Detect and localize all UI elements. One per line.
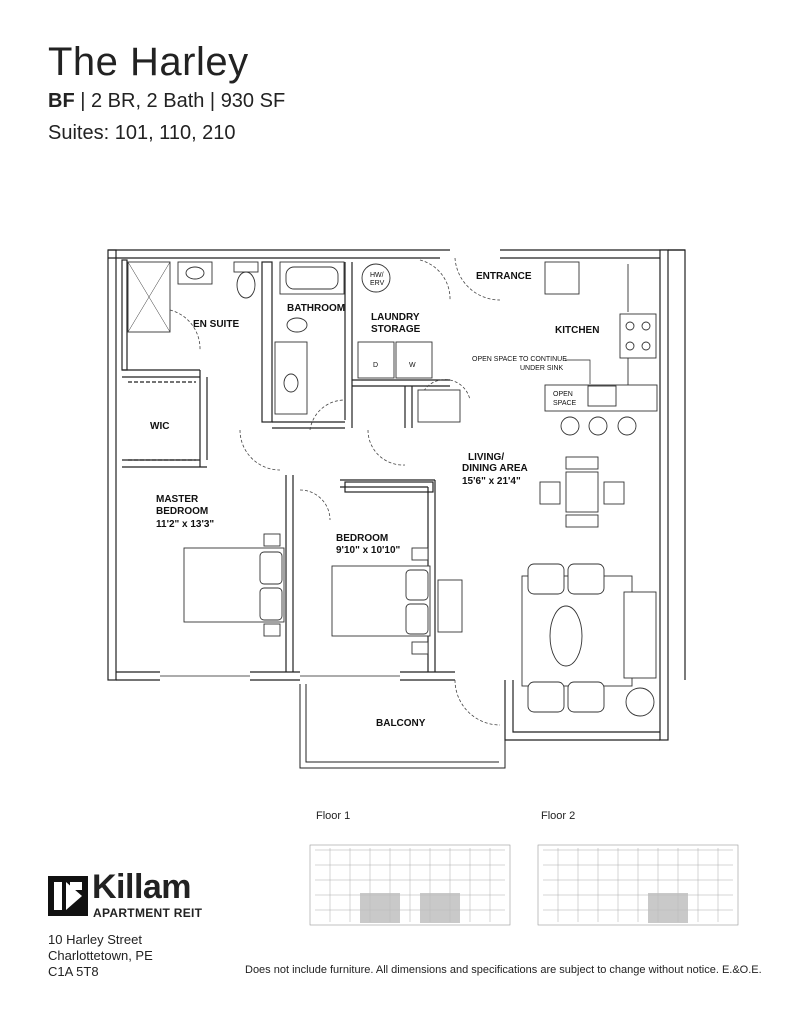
master-dims: 11'2" x 13'3" (156, 519, 214, 530)
hw-label-line1: HW/ (370, 272, 384, 279)
unit-info: | 2 BR, 2 Bath | 930 SF (74, 90, 286, 112)
room-bathroom-label: BATHROOM (287, 303, 345, 314)
open-space-line2: SPACE (553, 400, 577, 407)
unit-summary: BF | 2 BR, 2 Bath | 930 SF (48, 90, 285, 113)
key-plan-floor2 (537, 844, 739, 926)
washer-label: W (409, 362, 416, 369)
room-en-suite-label: EN SUITE (193, 319, 239, 330)
fixtures (127, 261, 658, 717)
brand-subtitle: APARTMENT REIT (93, 906, 203, 920)
kitchen-note-line1: OPEN SPACE TO CONTINUE (472, 356, 567, 363)
room-living-label: LIVING/ (468, 452, 504, 463)
room-master-bedroom-label: BEDROOM (156, 506, 208, 517)
hw-label-line2: ERV (370, 280, 385, 287)
address-line1: 10 Harley Street (48, 932, 142, 947)
floor2-label: Floor 2 (541, 810, 576, 822)
brand-name: Killam (92, 868, 192, 906)
dryer-label: D (373, 362, 378, 369)
key-plan-floor1 (309, 844, 511, 926)
balcony-railing (299, 684, 506, 769)
disclaimer: Does not include furniture. All dimensio… (245, 964, 762, 976)
room-wic-label: WIC (150, 421, 169, 432)
address-line3: C1A 5T8 (48, 964, 99, 979)
room-dining-label: DINING AREA (462, 463, 528, 474)
address: 10 Harley Street Charlottetown, PE C1A 5… (48, 932, 153, 980)
page-title: The Harley (48, 40, 249, 84)
killam-logo-icon (48, 876, 88, 916)
room-storage-label: STORAGE (371, 324, 421, 335)
suites-list: Suites: 101, 110, 210 (48, 122, 236, 144)
floor1-label: Floor 1 (316, 810, 351, 822)
address-line2: Charlottetown, PE (48, 948, 153, 963)
room-kitchen-label: KITCHEN (555, 325, 599, 336)
walls (107, 249, 686, 741)
unit-code: BF (48, 90, 75, 112)
room-master-label: MASTER (156, 494, 199, 505)
room-entrance-label: ENTRANCE (476, 271, 532, 282)
bedroom-dims: 9'10" x 10'10" (336, 545, 401, 556)
room-laundry-label: LAUNDRY (371, 312, 420, 323)
room-balcony-label: BALCONY (376, 718, 426, 729)
living-dims: 15'6" x 21'4" (462, 476, 521, 487)
kitchen-note-leader (565, 359, 591, 384)
kitchen-note-line2: UNDER SINK (520, 365, 564, 372)
open-space-line1: OPEN (553, 391, 573, 398)
room-bedroom-label: BEDROOM (336, 533, 388, 544)
